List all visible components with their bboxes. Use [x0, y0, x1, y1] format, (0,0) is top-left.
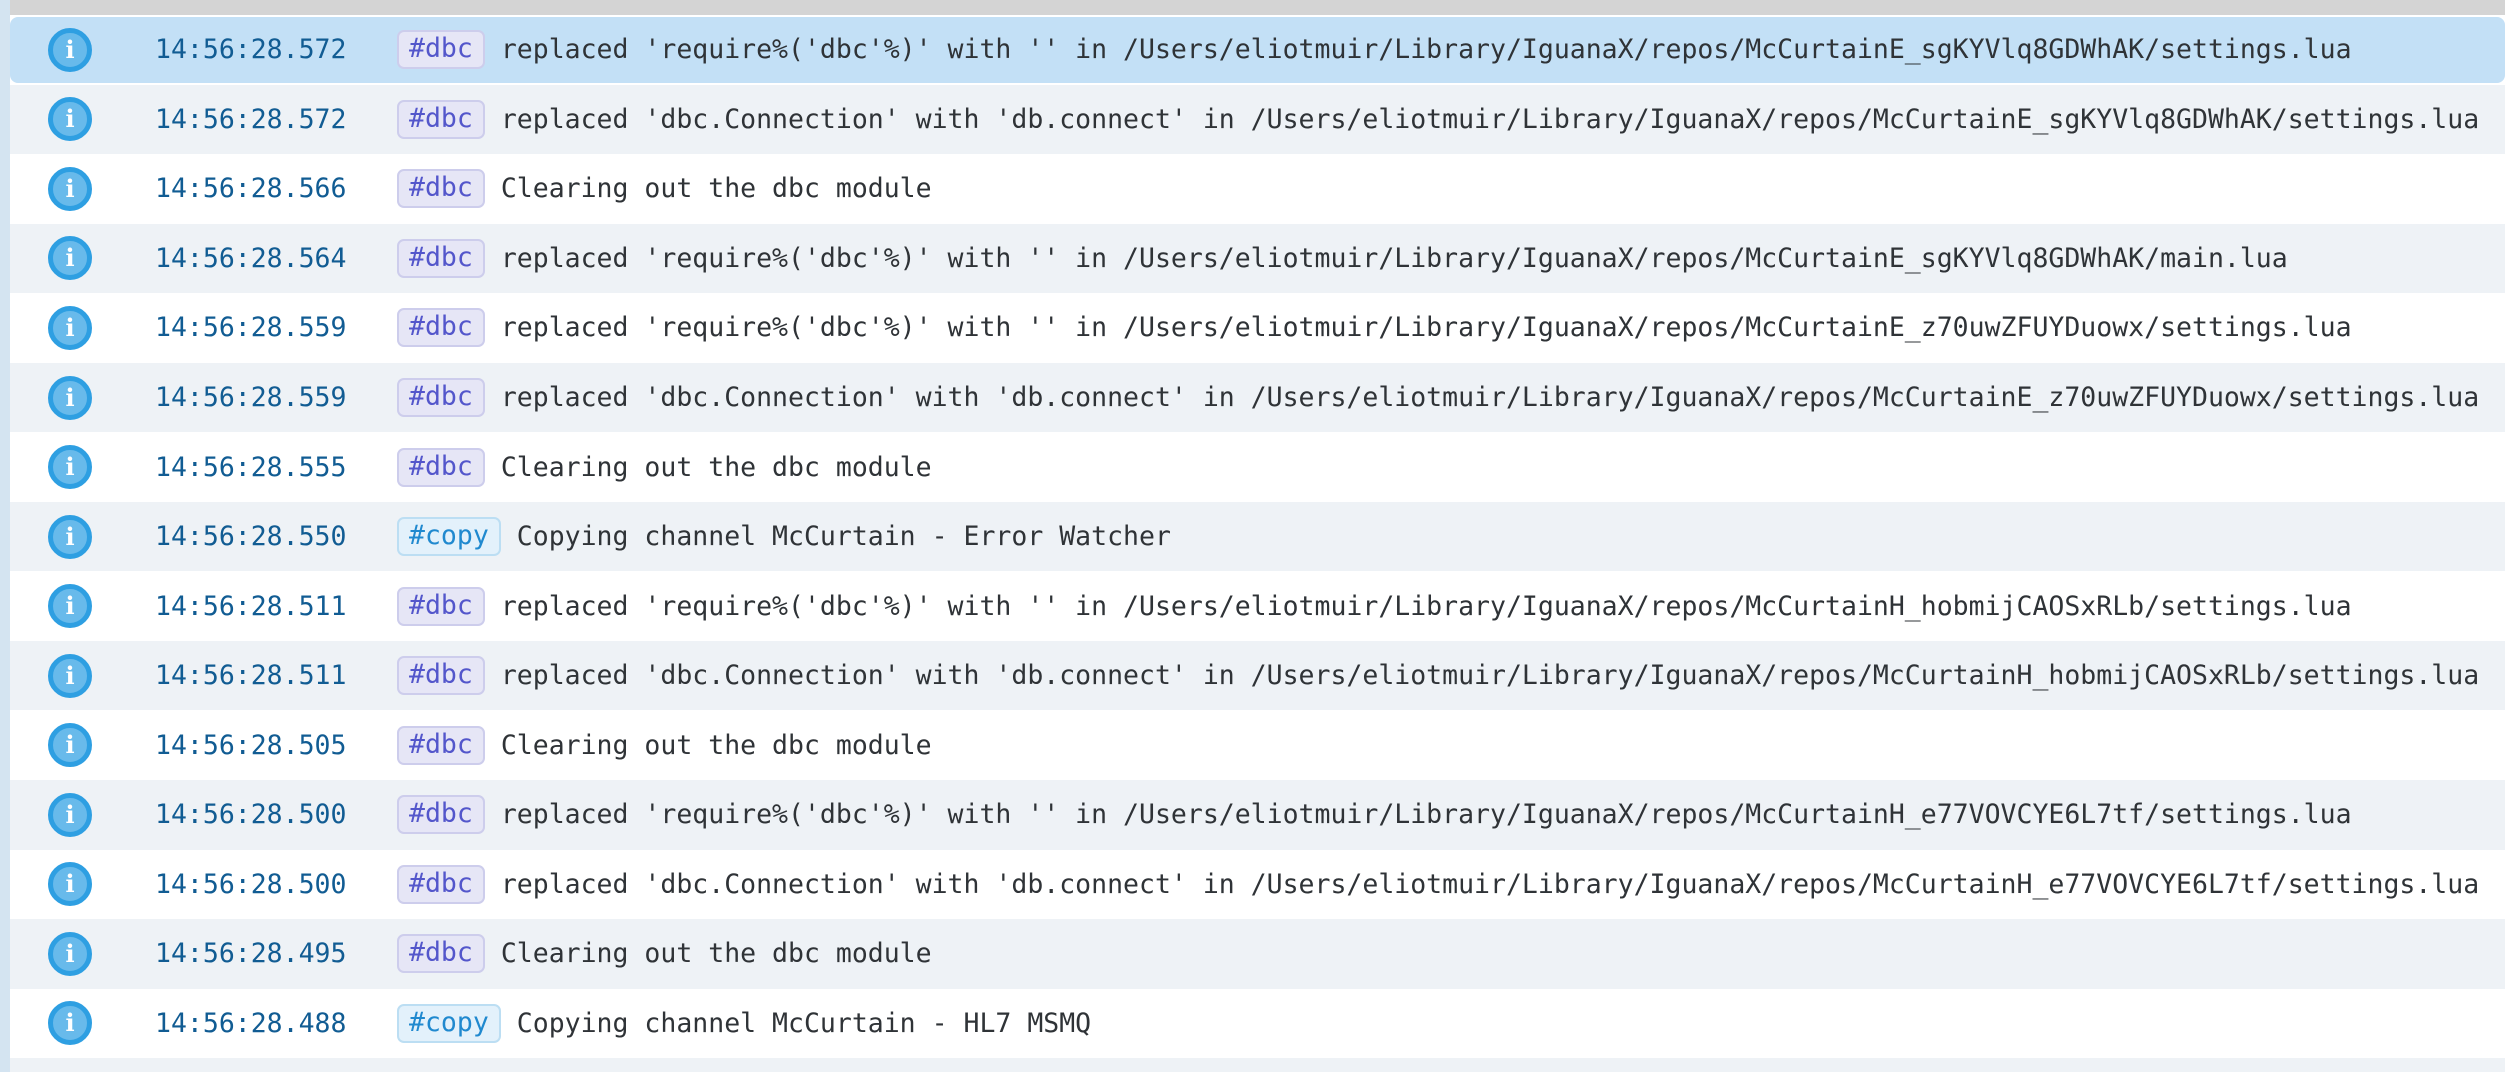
info-icon: i	[48, 305, 92, 350]
log-tag-badge[interactable]: #dbc	[397, 308, 485, 348]
log-timestamp: 14:56:28.550	[155, 521, 347, 553]
log-timestamp: 14:56:28.559	[155, 312, 347, 344]
log-timestamp: 14:56:28.511	[155, 590, 347, 622]
log-timestamp: 14:56:28.566	[155, 173, 347, 205]
scrollbar-gutter	[2505, 15, 2514, 1072]
log-tag-badge[interactable]: #dbc	[397, 378, 485, 417]
log-timestamp: 14:56:28.559	[155, 382, 347, 413]
info-icon: i	[48, 931, 92, 976]
log-message: replaced 'require%('dbc'%)' with '' in /…	[500, 590, 2352, 622]
log-message: replaced 'require%('dbc'%)' with '' in /…	[500, 799, 2352, 831]
info-icon: i	[48, 27, 92, 72]
log-row-partial	[10, 1058, 2505, 1072]
info-icon: i	[48, 723, 92, 768]
log-row[interactable]: i 14:56:28.572 #dbc replaced 'dbc.Connec…	[10, 84, 2505, 155]
info-icon: i	[48, 236, 92, 281]
log-row[interactable]: i 14:56:28.488 #copy Copying channel McC…	[10, 988, 2505, 1059]
log-timestamp: 14:56:28.505	[155, 729, 347, 761]
log-row[interactable]: i 14:56:28.559 #dbc replaced 'require%('…	[10, 293, 2505, 363]
log-tag-badge[interactable]: #dbc	[397, 934, 485, 974]
log-tag-badge[interactable]: #dbc	[397, 586, 485, 626]
log-message: replaced 'dbc.Connection' with 'db.conne…	[500, 382, 2480, 413]
log-tag-badge[interactable]: #dbc	[397, 656, 485, 696]
info-icon: i	[48, 166, 92, 211]
log-tag-badge[interactable]: #dbc	[397, 795, 485, 835]
log-tag-badge[interactable]: #dbc	[397, 725, 485, 765]
log-timestamp: 14:56:28.564	[155, 242, 347, 274]
info-icon: i	[48, 514, 92, 559]
log-list[interactable]: i 14:56:28.572 #dbc replaced 'require%('…	[10, 15, 2505, 1072]
info-icon: i	[48, 792, 92, 837]
log-row[interactable]: i 14:56:28.500 #dbc replaced 'dbc.Connec…	[10, 849, 2505, 920]
log-tag-badge[interactable]: #dbc	[397, 238, 485, 278]
log-timestamp: 14:56:28.500	[155, 868, 347, 900]
log-row[interactable]: i 14:56:28.505 #dbc Clearing out the dbc…	[10, 710, 2505, 781]
log-message: Clearing out the dbc module	[500, 173, 932, 205]
log-tag-badge[interactable]: #dbc	[397, 99, 485, 139]
log-tag-badge[interactable]: #copy	[397, 1003, 501, 1043]
log-message: Copying channel McCurtain - HL7 MSMQ	[516, 1007, 1092, 1039]
log-message: Clearing out the dbc module	[500, 451, 932, 483]
info-icon: i	[48, 445, 92, 490]
log-message: replaced 'dbc.Connection' with 'db.conne…	[500, 660, 2480, 692]
log-row[interactable]: i 14:56:28.566 #dbc Clearing out the dbc…	[10, 154, 2505, 224]
log-timestamp: 14:56:28.488	[155, 1007, 347, 1039]
log-message: replaced 'dbc.Connection' with 'db.conne…	[500, 103, 2480, 135]
info-icon: i	[48, 653, 92, 698]
log-tag-badge[interactable]: #dbc	[397, 30, 485, 70]
log-message: replaced 'require%('dbc'%)' with '' in /…	[500, 312, 2352, 344]
log-timestamp: 14:56:28.572	[155, 103, 347, 135]
log-row[interactable]: i 14:56:28.559 #dbc replaced 'dbc.Connec…	[10, 362, 2505, 433]
toolbar-bottom-edge	[10, 0, 2505, 15]
log-timestamp: 14:56:28.495	[155, 938, 347, 970]
log-row[interactable]: i 14:56:28.550 #copy Copying channel McC…	[10, 501, 2505, 572]
log-message: Clearing out the dbc module	[500, 729, 932, 761]
log-row[interactable]: i 14:56:28.555 #dbc Clearing out the dbc…	[10, 432, 2505, 502]
log-tag-badge[interactable]: #dbc	[397, 864, 485, 904]
info-icon: i	[48, 375, 92, 420]
log-timestamp: 14:56:28.572	[155, 34, 347, 66]
log-row[interactable]: i 14:56:28.511 #dbc replaced 'require%('…	[10, 571, 2505, 641]
log-tag-badge[interactable]: #dbc	[397, 169, 485, 209]
log-timestamp: 14:56:28.555	[155, 451, 347, 483]
info-icon: i	[48, 97, 92, 142]
log-timestamp: 14:56:28.511	[155, 660, 347, 692]
info-icon: i	[48, 584, 92, 629]
info-icon: i	[48, 862, 92, 907]
log-timestamp: 14:56:28.500	[155, 799, 347, 831]
panel-left-edge	[0, 0, 10, 1072]
log-tag-badge[interactable]: #dbc	[397, 447, 485, 487]
log-row[interactable]: i 14:56:28.564 #dbc replaced 'require%('…	[10, 223, 2505, 294]
log-message: replaced 'require%('dbc'%)' with '' in /…	[500, 34, 2352, 66]
log-message: replaced 'dbc.Connection' with 'db.conne…	[500, 868, 2480, 900]
log-row[interactable]: i 14:56:28.511 #dbc replaced 'dbc.Connec…	[10, 640, 2505, 711]
log-message: replaced 'require%('dbc'%)' with '' in /…	[500, 242, 2288, 274]
log-message: Clearing out the dbc module	[500, 938, 932, 970]
log-row[interactable]: i 14:56:28.572 #dbc replaced 'require%('…	[10, 17, 2505, 83]
log-tag-badge[interactable]: #copy	[397, 517, 501, 557]
log-message: Copying channel McCurtain - Error Watche…	[516, 521, 1171, 553]
log-row[interactable]: i 14:56:28.495 #dbc Clearing out the dbc…	[10, 919, 2505, 989]
info-icon: i	[48, 1001, 92, 1046]
log-row[interactable]: i 14:56:28.500 #dbc replaced 'require%('…	[10, 780, 2505, 850]
